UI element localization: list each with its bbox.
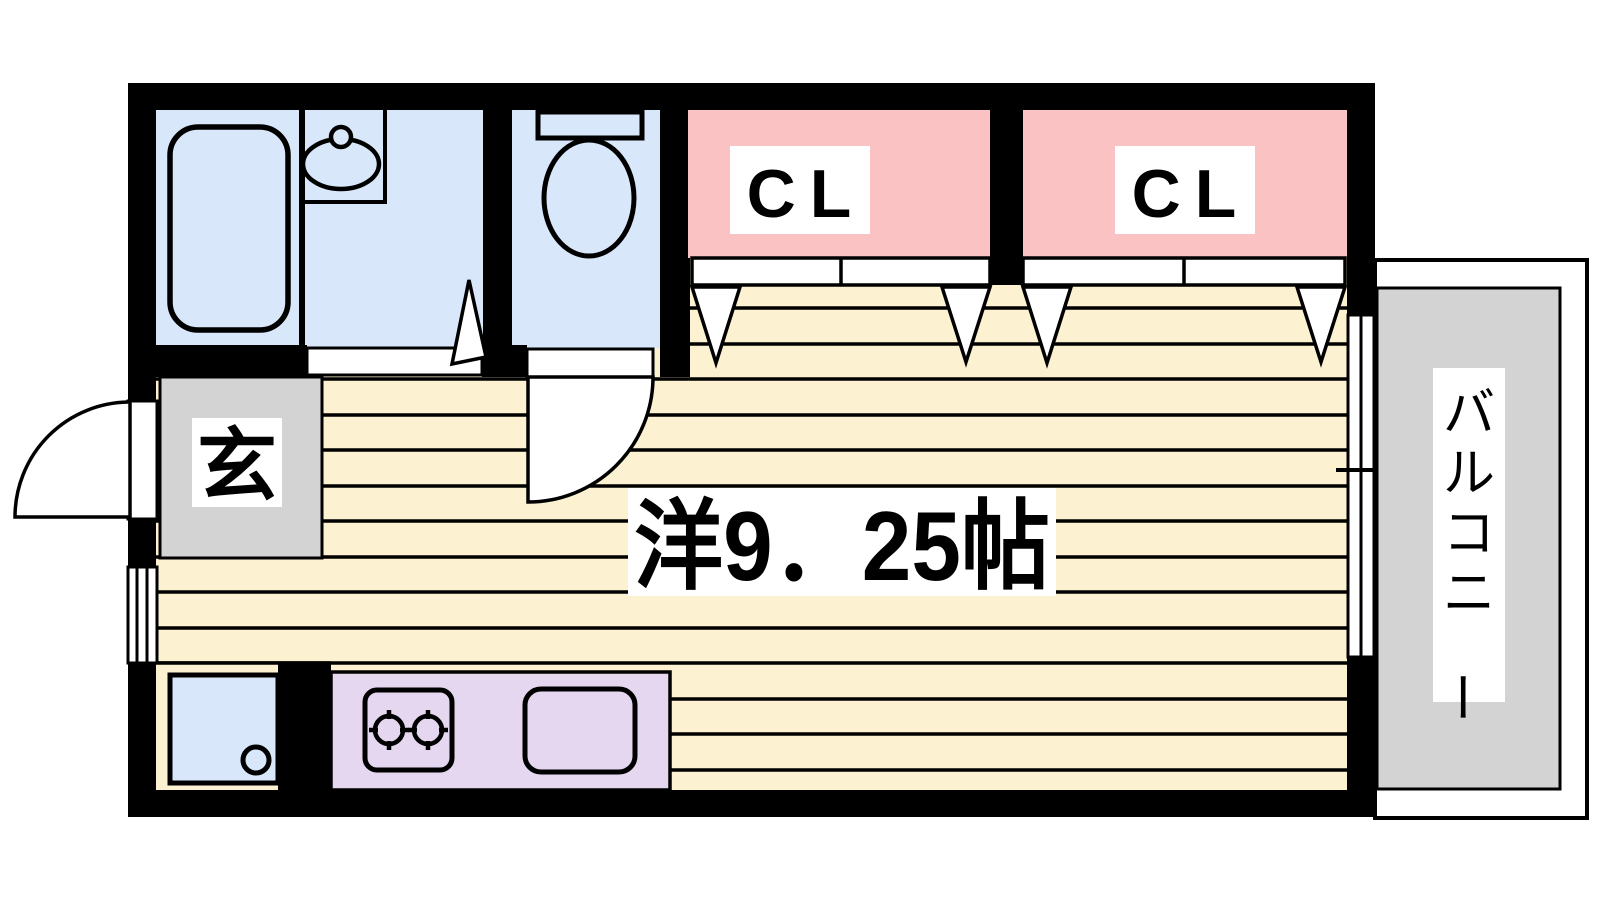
balcony-label: バルコニー	[1431, 385, 1495, 723]
toilet-door-swing-icon	[526, 375, 655, 504]
bathroom-area	[156, 108, 305, 347]
toilet-bowl-icon	[541, 137, 637, 259]
vanity-counter-outline	[305, 108, 387, 204]
wall-below-washroom	[482, 345, 527, 377]
closet-door-leaf-icon	[1020, 285, 1074, 369]
kitchen-area	[329, 670, 672, 792]
entrance-label: 玄	[197, 422, 277, 511]
toilet-doorway	[525, 347, 655, 379]
closet-door-leaf-icon	[689, 285, 743, 369]
wall-top	[128, 83, 1375, 110]
wall-toilet-closet	[660, 108, 690, 377]
washroom-door-leaf-icon	[449, 279, 489, 367]
stove-burner-right-icon	[408, 710, 448, 750]
wall-below-bathroom	[156, 345, 307, 377]
wall-washroom-toilet	[483, 108, 512, 348]
toilet-tank-icon	[535, 109, 645, 141]
closet-left-label-bg	[730, 146, 870, 234]
washer-drain-icon	[240, 744, 272, 776]
window-frame	[126, 565, 159, 665]
closet-door-leaf-icon	[1294, 285, 1348, 368]
labels: CL CL 玄 洋9．25帖 バルコニー	[192, 146, 1505, 723]
wall-between-closets	[990, 108, 1023, 285]
laundry-area	[156, 661, 331, 790]
entrance-label-bg	[192, 418, 282, 507]
closet-left-label: CL	[747, 156, 866, 232]
closet-right-label-bg	[1115, 146, 1255, 234]
wall-bath-washroom	[299, 108, 305, 347]
entrance-door-swing-icon	[13, 400, 132, 519]
main-room-label-bg	[628, 488, 1056, 596]
stove-burner-left-icon	[369, 710, 409, 750]
bathtub-icon	[167, 124, 291, 333]
balcony-label-bg	[1433, 368, 1505, 702]
toilet-door	[525, 347, 655, 504]
wall-laundry-kitchen	[278, 663, 331, 790]
entrance-area	[158, 375, 324, 560]
entrance-floor	[158, 375, 324, 560]
balcony-area	[1373, 258, 1589, 820]
left-window	[126, 565, 159, 665]
entrance-doorway	[126, 399, 159, 521]
washbasin-faucet-icon	[328, 124, 354, 150]
main-room-label: 洋9．25帖	[634, 491, 1050, 601]
closet-right-label: CL	[1132, 156, 1251, 232]
closet-door-leaf-icon	[939, 285, 993, 368]
kitchen-sink-icon	[522, 686, 638, 775]
washroom-area	[300, 108, 483, 348]
window-pane-lines	[135, 567, 149, 663]
wall-bottom	[128, 790, 1375, 817]
toilet-area	[512, 108, 660, 348]
entrance-door	[13, 399, 159, 521]
